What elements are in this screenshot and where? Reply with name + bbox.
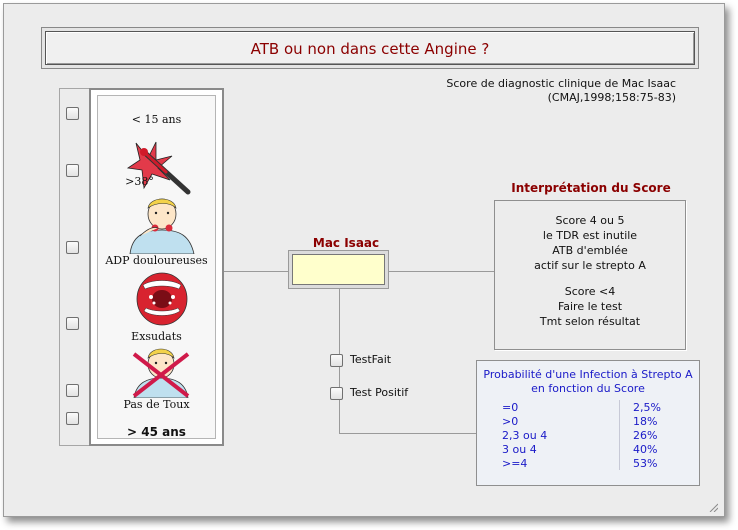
no-cough-icon	[132, 348, 190, 398]
interpretation-line: Tmt selon résultat	[539, 315, 641, 328]
test-positif-checkbox[interactable]	[330, 387, 343, 400]
checkbox-exsudats[interactable]	[66, 317, 79, 330]
probability-score: >=4	[502, 457, 528, 470]
main-window: ATB ou non dans cette Angine ? Score de …	[3, 3, 725, 517]
criterion-label-under-15: < 15 ans	[131, 113, 182, 126]
checkbox-no-cough[interactable]	[66, 384, 79, 397]
interpretation-title: Interprétation du Score	[511, 181, 671, 195]
interpretation-line: Score <4	[564, 285, 616, 298]
interpretation-line: ATB d'emblée	[552, 244, 628, 257]
interpretation-line: Faire le test	[557, 300, 623, 313]
interpretation-box: Score 4 ou 5 le TDR est inutile ATB d'em…	[494, 200, 686, 350]
score-title: Mac Isaac	[312, 236, 380, 250]
probability-score: 3 ou 4	[502, 443, 537, 456]
reference-line-1: Score de diagnostic clinique de Mac Isaa…	[446, 77, 676, 90]
probability-row: >0 18%	[477, 415, 699, 429]
connector-right	[389, 271, 494, 272]
probability-title: Probabilité d'une Infection à Strepto A …	[477, 368, 699, 396]
probability-value: 53%	[633, 457, 658, 470]
test-fait-label: TestFait	[350, 353, 392, 366]
probability-value: 26%	[633, 429, 658, 442]
interpretation-line: Score 4 ou 5	[555, 214, 625, 227]
checkbox-fever[interactable]	[66, 164, 79, 177]
probability-score: 2,3 ou 4	[502, 429, 548, 442]
probability-value: 18%	[633, 415, 658, 428]
criterion-label-over-45: > 45 ans	[127, 425, 186, 439]
probability-title-line-1: Probabilité d'une Infection à Strepto A	[483, 368, 693, 381]
resize-grip-icon[interactable]	[708, 502, 718, 512]
probability-row: =0 2,5%	[477, 401, 699, 415]
interpretation-line: actif sur le strepto A	[534, 259, 646, 272]
page-title: ATB ou non dans cette Angine ?	[45, 31, 695, 65]
probability-value: 2,5%	[633, 401, 661, 414]
probability-column-divider	[619, 400, 620, 470]
checkbox-adp[interactable]	[66, 241, 79, 254]
probability-row: 2,3 ou 4 26%	[477, 429, 699, 443]
probability-score: =0	[502, 401, 519, 414]
connector-left	[224, 271, 292, 272]
criterion-label-adp: ADP douloureuses	[105, 254, 208, 267]
checkbox-over-45[interactable]	[66, 412, 79, 425]
test-positif-label: Test Positif	[350, 386, 409, 399]
connector-bottom	[339, 433, 476, 434]
score-field[interactable]	[292, 254, 385, 285]
sore-neck-icon	[129, 198, 195, 254]
thermometer-icon	[126, 141, 191, 195]
checkbox-under-15[interactable]	[66, 107, 79, 120]
probability-table: Probabilité d'une Infection à Strepto A …	[476, 360, 700, 486]
interpretation-line: le TDR est inutile	[542, 229, 638, 242]
probability-score: >0	[502, 415, 519, 428]
criterion-label-exsudats: Exsudats	[131, 330, 182, 343]
probability-title-line-2: en fonction du Score	[531, 382, 645, 395]
checkbox-column	[59, 88, 89, 446]
probability-row: 3 ou 4 40%	[477, 443, 699, 457]
test-fait-checkbox[interactable]	[330, 354, 343, 367]
throat-icon	[136, 272, 188, 326]
probability-value: 40%	[633, 443, 658, 456]
reference-citation: Score de diagnostic clinique de Mac Isaa…	[446, 77, 676, 105]
criteria-panel: < 15 ans >38° ADP douloureuses	[89, 88, 224, 446]
reference-line-2: (CMAJ,1998;158:75-83)	[547, 91, 676, 104]
probability-row: >=4 53%	[477, 457, 699, 471]
criterion-label-no-cough: Pas de Toux	[123, 398, 190, 411]
criterion-label-fever: >38°	[125, 175, 154, 188]
